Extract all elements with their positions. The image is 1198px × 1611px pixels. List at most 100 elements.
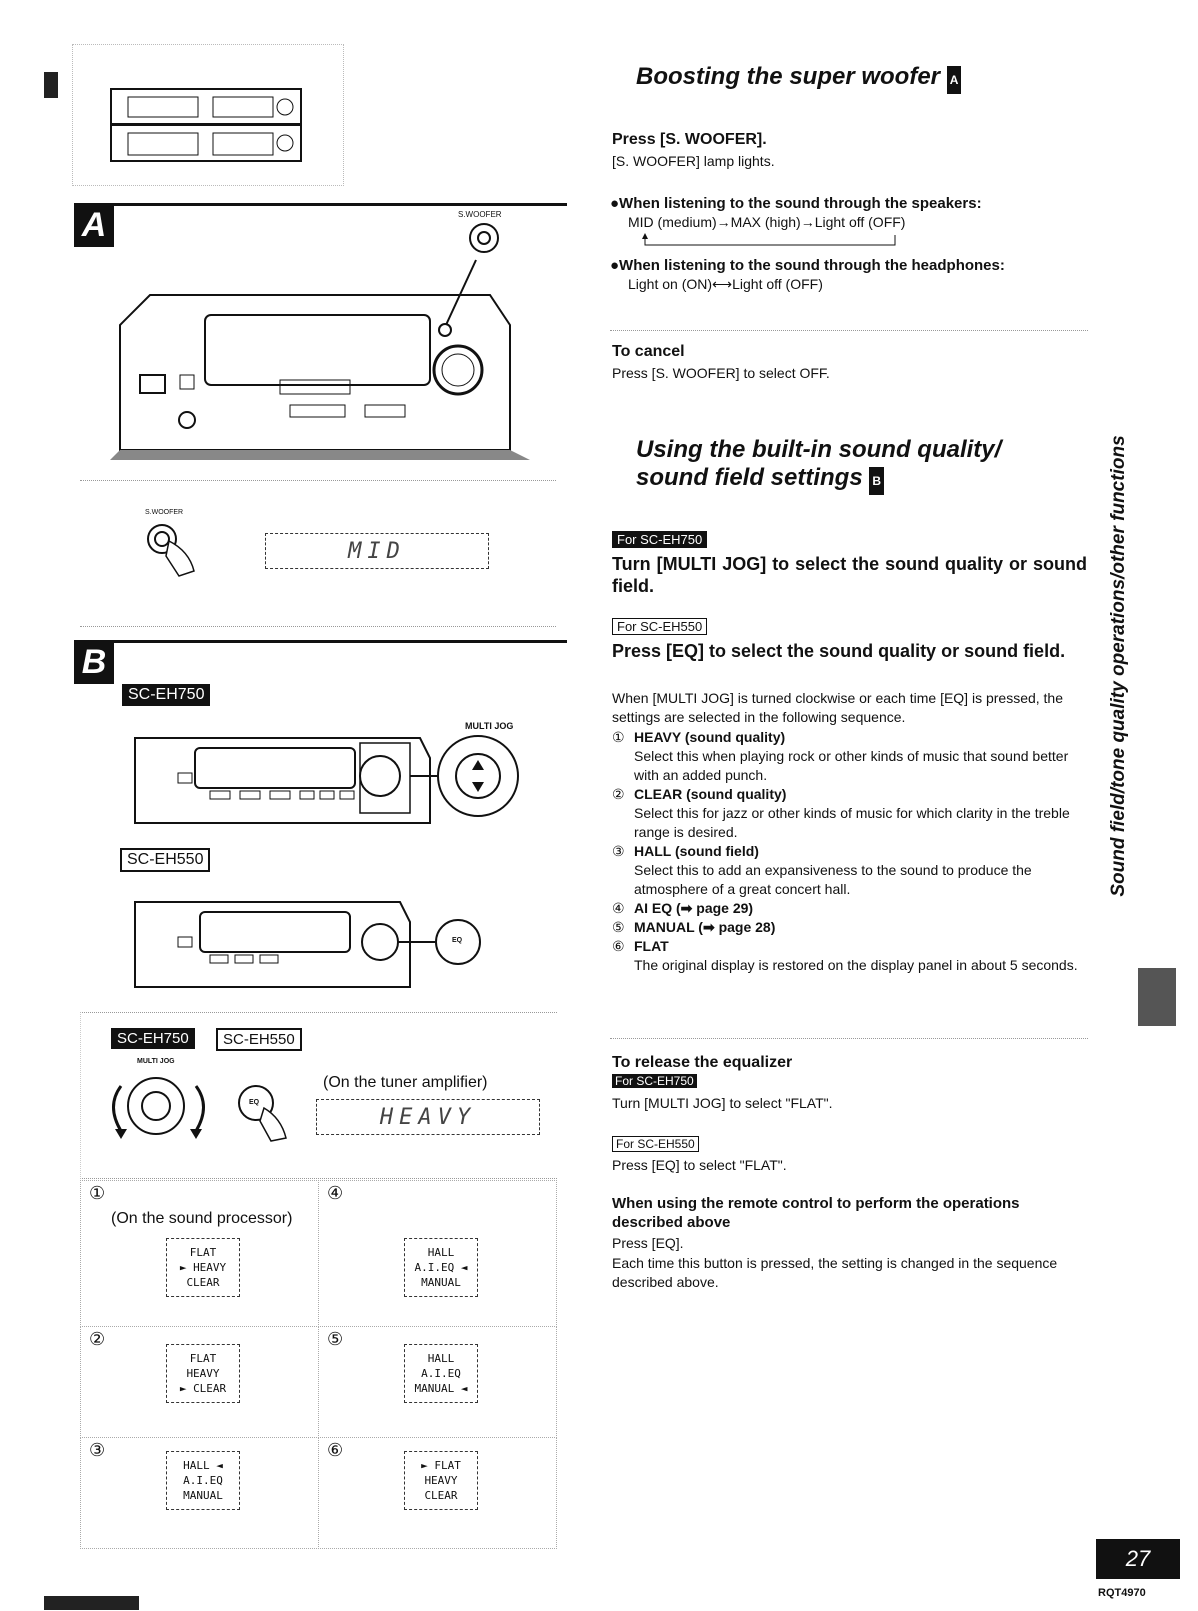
release-for-750: For SC-EH750 (612, 1074, 697, 1088)
lcd-line: A.I.EQ (414, 1261, 455, 1274)
press-eq: Press [EQ] to select the sound quality o… (612, 641, 1066, 661)
using-title-2: sound field settings (636, 464, 863, 491)
lcd-line: HEAVY (186, 1367, 220, 1380)
swoofer-button-label: S.WOOFER (458, 210, 502, 219)
for-550-tag: For SC-EH550 (612, 618, 708, 635)
speakers-seq: MID (medium)→MAX (high)→Light off (OFF) (628, 214, 906, 230)
headphones-head: ●When listening to the sound through the… (610, 257, 1005, 274)
amplifier-icon (110, 223, 530, 460)
headphones-seq: Light on (ON)⟷Light off (OFF) (628, 276, 823, 292)
lcd-line: HEAVY (193, 1261, 227, 1274)
lcd-cell: HALL ◄ A.I.EQ MANUAL (166, 1451, 240, 1510)
lcd-line: A.I.EQ (421, 1367, 461, 1380)
model-badge-550: SC-EH550 (120, 848, 211, 872)
lcd-line: HEAVY (424, 1474, 458, 1487)
display-heavy: HEAVY (316, 1099, 540, 1135)
lcd-line: MANUAL (414, 1382, 455, 1395)
grid-num: ⑤ (327, 1329, 344, 1349)
lcd-line: FLAT (434, 1459, 461, 1472)
grid-cell-3: ③ HALL ◄ A.I.EQ MANUAL (80, 1437, 319, 1549)
lcd-cell: FLAT HEAVY ► CLEAR (166, 1344, 240, 1403)
grid-cell-2: ② FLAT HEAVY ► CLEAR (80, 1326, 319, 1438)
cancel-text: Press [S. WOOFER] to select OFF. (612, 365, 830, 381)
finger-press-icon[interactable] (144, 521, 214, 581)
grid-cell-6: ⑥ ► FLAT HEAVY CLEAR (318, 1437, 557, 1549)
page-number: 27 (1096, 1539, 1180, 1579)
grid-num: ② (89, 1329, 106, 1349)
remote-multijog-label: MULTI JOG (137, 1058, 175, 1065)
lcd-line: HALL (427, 1352, 455, 1365)
speakers-head: ●When listening to the sound through the… (610, 195, 982, 212)
multijog-dial-icon[interactable] (101, 1071, 216, 1141)
seq-num: ③ (612, 843, 625, 859)
remote-model-550: SC-EH550 (216, 1028, 302, 1051)
seq-item-clear: ② CLEAR (sound quality) Select this for … (612, 785, 1087, 842)
loop-arrow-icon (642, 233, 896, 246)
seq-desc: Select this for jazz or other kinds of m… (634, 805, 1070, 840)
grid-num: ④ (327, 1183, 344, 1203)
section-a-rule (74, 203, 567, 206)
seq-item-manual: ⑤ MANUAL (➡ page 28) (612, 918, 1087, 937)
seq-item-flat: ⑥ FLAT The original display is restored … (612, 937, 1087, 975)
release-750-text: Turn [MULTI JOG] to select "FLAT". (612, 1095, 833, 1111)
release-for-550: For SC-EH550 (612, 1136, 699, 1152)
controls-panel: SC-EH750 SC-EH550 MULTI JOG EQ (On the t… (80, 1012, 557, 1179)
eh750-illustration (130, 728, 530, 833)
seq-num: ① (612, 729, 625, 745)
seq-title: HEAVY (sound quality) (634, 729, 786, 745)
amplifier-illustration (110, 215, 530, 470)
boost-title: Boosting the super woofer (636, 63, 941, 90)
remote-press: Press [EQ]. (612, 1235, 684, 1251)
using-heading: Using the built-in sound quality/ sound … (636, 436, 1001, 495)
eh550-illustration: EQ (130, 892, 490, 997)
using-title-1: Using the built-in sound quality/ (636, 436, 1002, 463)
section-b-rule (74, 640, 567, 643)
grid-cell-4: ④ HALL A.I.EQ ◄ MANUAL (318, 1180, 557, 1327)
lcd-line: HALL (427, 1246, 455, 1259)
lamp-lights: [S. WOOFER] lamp lights. (612, 153, 775, 169)
lcd-line: MANUAL (421, 1276, 461, 1289)
lcd-line: MANUAL (183, 1489, 223, 1502)
divider (610, 330, 1088, 331)
press-swoofer: Press [S. WOOFER]. (612, 131, 767, 148)
grid-cell-1: ① (On the sound processor) FLAT ► HEAVY … (80, 1180, 319, 1327)
seq-title: HALL (sound field) (634, 843, 759, 859)
corner-mark (44, 72, 58, 98)
arrow-icon: ► (179, 1382, 194, 1395)
lcd-line: CLEAR (424, 1489, 458, 1502)
remote-each: Each time this button is pressed, the se… (612, 1255, 1058, 1290)
seq-desc: The original display is restored on the … (634, 957, 1078, 973)
display-sequence-grid: ① (On the sound processor) FLAT ► HEAVY … (80, 1180, 557, 1580)
sound-processor-note: (On the sound processor) (111, 1210, 293, 1227)
section-a-label: A (74, 203, 114, 247)
divider (610, 1038, 1088, 1039)
side-tab-mark (1138, 968, 1176, 1026)
display-mid: MID (265, 533, 489, 569)
remote-head: When using the remote control to perform… (612, 1195, 1020, 1231)
lcd-line: CLEAR (186, 1276, 220, 1289)
seq-title: FLAT (634, 938, 669, 954)
grid-num: ① (89, 1183, 106, 1203)
arrow-icon: ◄ (209, 1459, 223, 1472)
grid-cell-5: ⑤ HALL A.I.EQ MANUAL ◄ (318, 1326, 557, 1438)
doc-code: RQT4970 (1098, 1587, 1146, 1599)
seq-title: AI EQ (➡ page 29) (634, 900, 754, 916)
seq-title: CLEAR (sound quality) (634, 786, 787, 802)
lcd-cell: HALL A.I.EQ ◄ MANUAL (404, 1238, 478, 1297)
eq-button-press-icon[interactable] (236, 1083, 296, 1143)
release-head: To release the equalizer (612, 1054, 793, 1071)
remote-eq-label: EQ (249, 1099, 260, 1106)
arrow-icon: ► (421, 1459, 435, 1472)
arrow-icon: ► (179, 1261, 194, 1274)
seq-desc: Select this when playing rock or other k… (634, 748, 1069, 783)
eh750-unit-icon (134, 735, 519, 824)
release-550-text: Press [EQ] to select "FLAT". (612, 1157, 787, 1173)
lcd-cell: ► FLAT HEAVY CLEAR (404, 1451, 478, 1510)
stereo-unit-icon (110, 88, 302, 162)
eh550-unit-icon (134, 901, 481, 988)
lcd-line: FLAT (189, 1246, 217, 1259)
seq-num: ② (612, 786, 625, 802)
seq-num: ⑥ (612, 938, 625, 954)
using-badge: B (869, 467, 885, 495)
when-text: When [MULTI JOG] is turned clockwise or … (612, 690, 1064, 725)
